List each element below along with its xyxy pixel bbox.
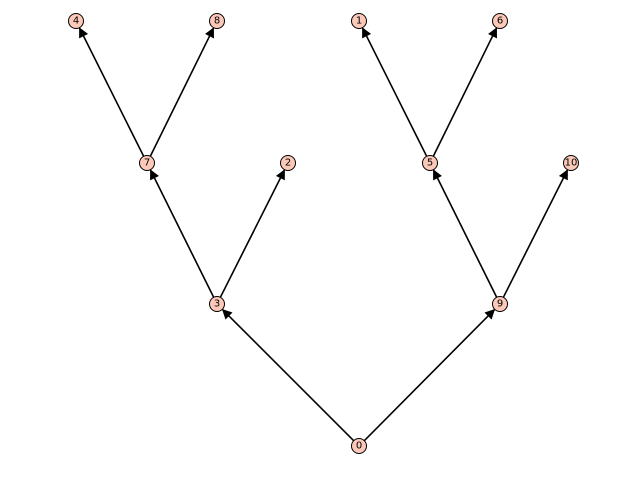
node-1: 1 xyxy=(351,13,367,29)
node-8: 8 xyxy=(209,13,225,29)
node-label: 2 xyxy=(285,158,291,169)
node-group: 0 3 9 7 2 5 10 4 8 1 6 xyxy=(68,13,579,454)
edge-n9-to-n5 xyxy=(432,169,498,298)
node-circle xyxy=(139,155,155,171)
node-label: 1 xyxy=(356,16,362,27)
edge-n5-to-n1 xyxy=(361,27,428,157)
edge-n7-to-n4 xyxy=(78,27,145,157)
node-4: 4 xyxy=(68,13,84,29)
edge-group xyxy=(78,27,569,442)
node-label: 5 xyxy=(427,158,433,169)
node-6: 6 xyxy=(492,13,508,29)
node-10: 10 xyxy=(563,155,579,171)
node-circle xyxy=(351,438,367,454)
node-circle xyxy=(563,155,579,171)
node-2: 2 xyxy=(280,155,296,171)
node-circle xyxy=(209,13,225,29)
edge-n0-to-n9 xyxy=(363,308,496,442)
node-label: 8 xyxy=(214,16,220,27)
edge-n3-to-n2 xyxy=(219,169,286,298)
node-label: 7 xyxy=(144,158,150,169)
edge-n0-to-n3 xyxy=(221,308,355,442)
node-circle xyxy=(280,155,296,171)
node-circle xyxy=(422,155,438,171)
node-3: 3 xyxy=(209,296,225,312)
node-0: 0 xyxy=(351,438,367,454)
node-label: 4 xyxy=(73,16,79,27)
edge-n3-to-n7 xyxy=(149,169,215,298)
edge-n7-to-n8 xyxy=(149,27,215,157)
node-label: 10 xyxy=(565,158,578,169)
node-circle xyxy=(68,13,84,29)
node-label: 0 xyxy=(356,441,362,452)
node-label: 3 xyxy=(214,299,220,310)
node-9: 9 xyxy=(492,296,508,312)
edge-n5-to-n6 xyxy=(432,27,498,157)
node-circle xyxy=(492,296,508,312)
node-label: 6 xyxy=(497,16,503,27)
node-circle xyxy=(351,13,367,29)
edge-n9-to-n10 xyxy=(502,169,569,298)
node-7: 7 xyxy=(139,155,155,171)
node-circle xyxy=(209,296,225,312)
node-circle xyxy=(492,13,508,29)
node-label: 9 xyxy=(497,299,503,310)
node-5: 5 xyxy=(422,155,438,171)
